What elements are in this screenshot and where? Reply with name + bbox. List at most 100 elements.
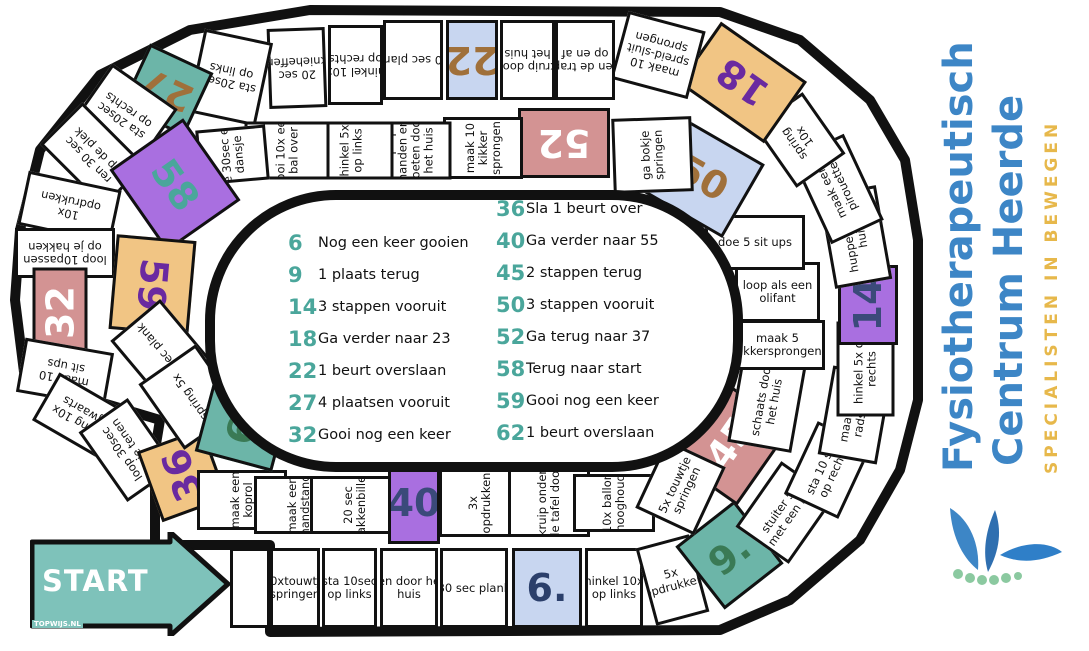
square-number: 58 bbox=[141, 150, 209, 220]
rule-text: 1 plaats terug bbox=[318, 267, 420, 283]
rule-square-number: 27 bbox=[288, 391, 318, 415]
rule-text: Terug naar start bbox=[526, 361, 642, 377]
square-number: 32 bbox=[38, 286, 82, 339]
rule-text: Ga verder naar 23 bbox=[318, 331, 451, 347]
rule-square-number: 40 bbox=[496, 229, 526, 253]
square-number: 22 bbox=[446, 38, 498, 82]
square-exercise-text: 10xtouwtjespringen bbox=[270, 574, 320, 601]
square-number: 52 bbox=[537, 121, 591, 165]
square-exercise-text: 20 sec plank bbox=[383, 53, 443, 68]
board-square bbox=[230, 548, 270, 628]
rule-square-number: 45 bbox=[496, 261, 526, 285]
rule-square-number: 58 bbox=[496, 357, 526, 381]
rule-square-number: 14 bbox=[288, 295, 318, 319]
brand-name-line2: Centrum Heerde bbox=[986, 94, 1032, 466]
start-label: START bbox=[42, 564, 149, 598]
board-square: 52 bbox=[518, 108, 610, 178]
square-number: 18 bbox=[708, 49, 777, 116]
square-number: 14 bbox=[846, 278, 890, 332]
rule-square-number: 52 bbox=[496, 325, 526, 349]
board-square: 40 bbox=[388, 462, 440, 544]
brand-name-line1: Fysiotherapeutisch bbox=[936, 41, 982, 472]
board-square: 20 sec plank bbox=[383, 20, 443, 100]
dragonfly-logo-icon bbox=[950, 508, 1062, 585]
rule-square-number: 36 bbox=[496, 197, 526, 221]
square-number: 40 bbox=[388, 481, 440, 525]
board-square: 6. bbox=[512, 548, 582, 628]
source-credit: TOPWIJS.NL bbox=[32, 620, 83, 628]
brand-tagline: SPECIALISTEN IN BEWEGEN bbox=[1042, 119, 1062, 474]
rule-text: Gooi nog een keer bbox=[526, 393, 659, 409]
rule-text: 4 plaatsen vooruit bbox=[318, 395, 450, 411]
board-square: 10xtouwtjespringen bbox=[270, 548, 320, 628]
rule-square-number: 50 bbox=[496, 293, 526, 317]
rule-text: 1 beurt overslaan bbox=[318, 363, 447, 379]
rule-text: 3 stappen vooruit bbox=[526, 297, 655, 313]
rule-text: Sla 1 beurt over bbox=[526, 201, 643, 217]
rule-text: 3 stappen vooruit bbox=[318, 299, 447, 315]
rule-square-number: 32 bbox=[288, 423, 318, 447]
square-number: 6. bbox=[526, 566, 568, 610]
rule-text: Ga verder naar 55 bbox=[526, 233, 659, 249]
rule-text: Ga terug naar 37 bbox=[526, 329, 651, 345]
board-square: 30 sec plank bbox=[440, 548, 508, 628]
board-square: 22 bbox=[446, 20, 498, 100]
rule-text: Gooi nog een keer bbox=[318, 427, 451, 443]
rule-square-number: 62 bbox=[496, 421, 526, 445]
rule-square-number: 18 bbox=[288, 327, 318, 351]
rule-row: 9 1 plaats terug bbox=[288, 259, 420, 291]
rule-square-number: 9 bbox=[288, 263, 303, 287]
rule-square-number: 6 bbox=[288, 231, 303, 255]
center-rules-area bbox=[205, 190, 743, 472]
square-exercise-text: 30 sec plank bbox=[440, 580, 508, 595]
